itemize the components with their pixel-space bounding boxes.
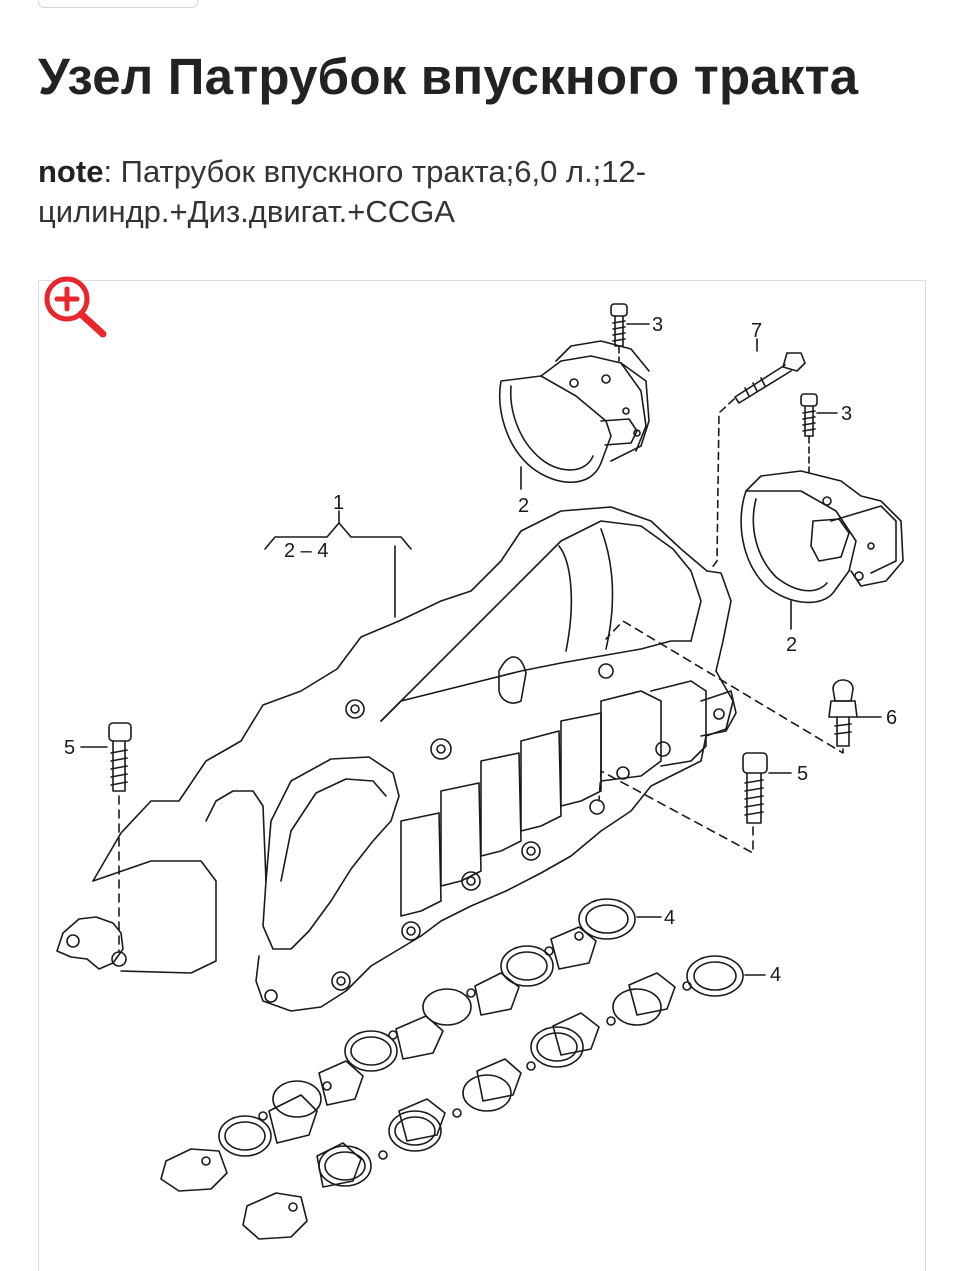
- label-1: 1: [333, 492, 344, 514]
- label-2-4: 2 – 4: [284, 540, 328, 562]
- intake-manifold: [56, 506, 737, 1012]
- label-2-right: 2: [786, 634, 797, 656]
- screw-3-upper: [610, 303, 628, 362]
- page-title: Узел Патрубок впускного тракта: [38, 48, 859, 105]
- zoom-in-icon[interactable]: [40, 268, 112, 340]
- label-2-upper: 2: [518, 495, 529, 517]
- parts-diagram[interactable]: 1 2 – 4 2 2 3 3 7 5 5 6 4 4: [38, 280, 926, 1271]
- callout-labels: 1 2 – 4 2 2 3 3 7 5 5 6 4 4: [64, 314, 897, 986]
- label-4-upper: 4: [664, 907, 675, 929]
- gasket-row-lower: [242, 955, 766, 1240]
- leader-lines: [80, 323, 882, 774]
- label-7: 7: [751, 320, 762, 342]
- screw-5-left: [108, 722, 132, 952]
- screw-3-right: [800, 393, 818, 478]
- diagram-drawing: 1 2 – 4 2 2 3 3 7 5 5 6 4 4: [56, 303, 904, 1240]
- gasket-row-upper: [160, 898, 662, 1192]
- note-label: note: [38, 154, 104, 189]
- label-5-right: 5: [797, 763, 808, 785]
- label-6: 6: [886, 707, 897, 729]
- throttle-body-right: [740, 470, 904, 604]
- note-text: : Патрубок впускного тракта;6,0 л.;12-ци…: [38, 154, 647, 229]
- throttle-body-upper: [499, 340, 650, 484]
- bolt-7: [710, 352, 806, 570]
- label-4-lower: 4: [770, 964, 781, 986]
- label-3-upper: 3: [652, 314, 663, 336]
- stud-6: [605, 620, 858, 754]
- screw-5-right: [598, 752, 768, 854]
- label-3-right: 3: [841, 403, 852, 425]
- magnifier-plus-icon: [44, 276, 107, 338]
- top-tab[interactable]: [38, 0, 198, 8]
- part-note: note: Патрубок впускного тракта;6,0 л.;1…: [38, 152, 758, 232]
- label-5-left: 5: [64, 737, 75, 759]
